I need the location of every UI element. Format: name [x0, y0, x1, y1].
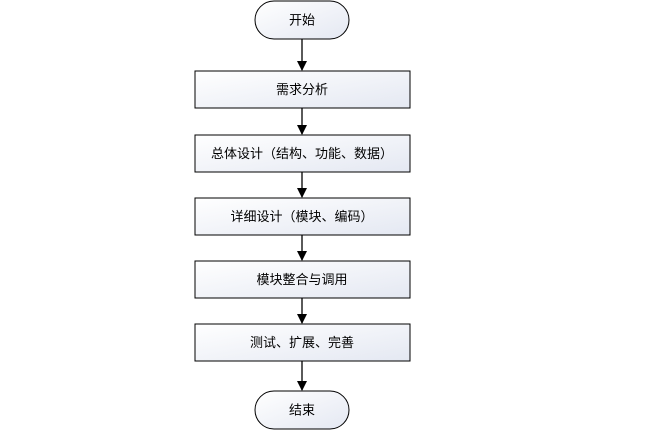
- step-label: 测试、扩展、完善: [250, 335, 354, 351]
- process-step-testing: 测试、扩展、完善: [194, 323, 411, 362]
- process-step-detailed-design: 详细设计（模块、编码）: [194, 197, 411, 236]
- process-step-overall-design: 总体设计（结构、功能、数据）: [194, 134, 411, 173]
- start-label: 开始: [289, 14, 315, 29]
- step-label: 需求分析: [276, 83, 328, 98]
- start-node: 开始: [254, 0, 350, 40]
- end-node: 结束: [254, 390, 350, 430]
- end-label: 结束: [289, 404, 315, 419]
- process-step-requirements: 需求分析: [194, 70, 411, 109]
- step-label: 总体设计（结构、功能、数据）: [211, 147, 393, 162]
- step-label: 详细设计（模块、编码）: [230, 210, 373, 225]
- step-label: 模块整合与调用: [256, 273, 347, 288]
- process-step-module-integration: 模块整合与调用: [194, 260, 411, 299]
